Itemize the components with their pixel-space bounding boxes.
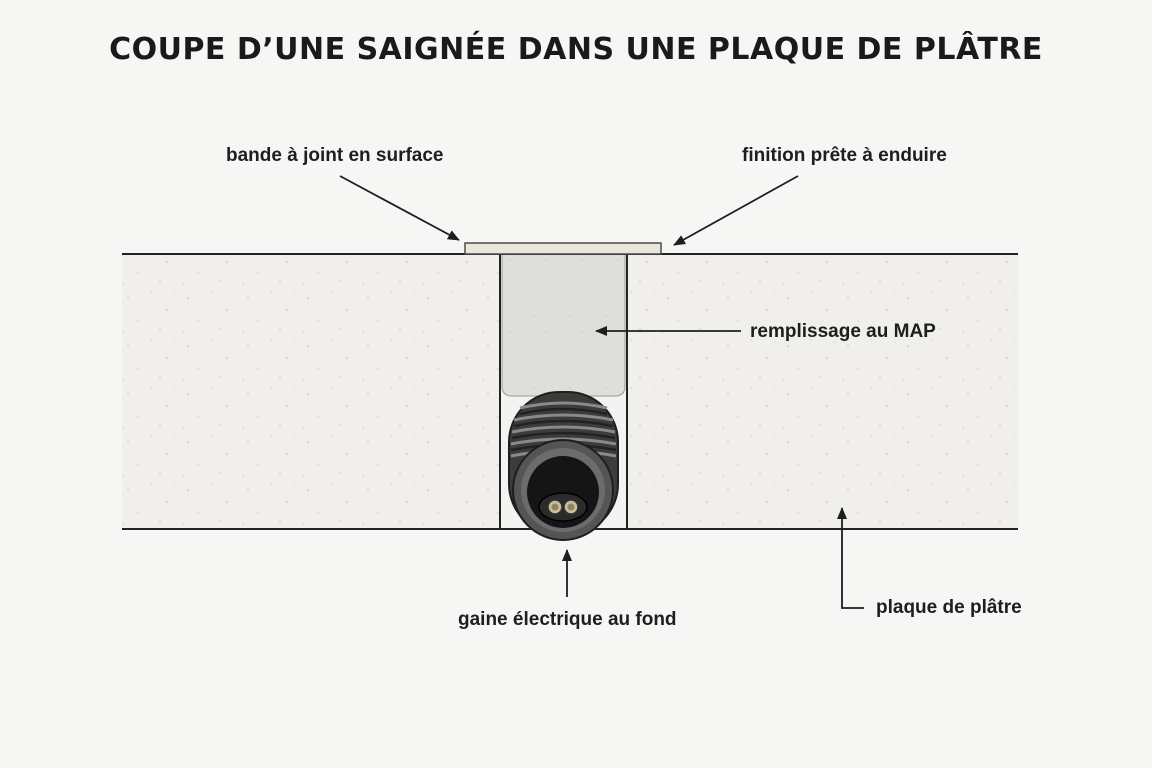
- joint-tape: [464, 242, 662, 255]
- arrow-finition: [673, 175, 799, 246]
- map-filler: [501, 253, 626, 397]
- label-remplissage: remplissage au MAP: [750, 321, 936, 342]
- label-gaine-electrique: gaine électrique au fond: [458, 609, 677, 630]
- label-plaque-de-platre: plaque de plâtre: [876, 597, 1022, 618]
- label-finition: finition prête à enduire: [742, 145, 947, 166]
- label-bande-a-joint: bande à joint en surface: [226, 145, 444, 166]
- leader-lines: [339, 175, 864, 609]
- arrow-plaque: [837, 507, 864, 609]
- arrow-bande: [339, 175, 460, 241]
- electrical-conduit: [508, 391, 619, 541]
- diagram-title: COUPE D’UNE SAIGNÉE DANS UNE PLAQUE DE P…: [109, 32, 1043, 67]
